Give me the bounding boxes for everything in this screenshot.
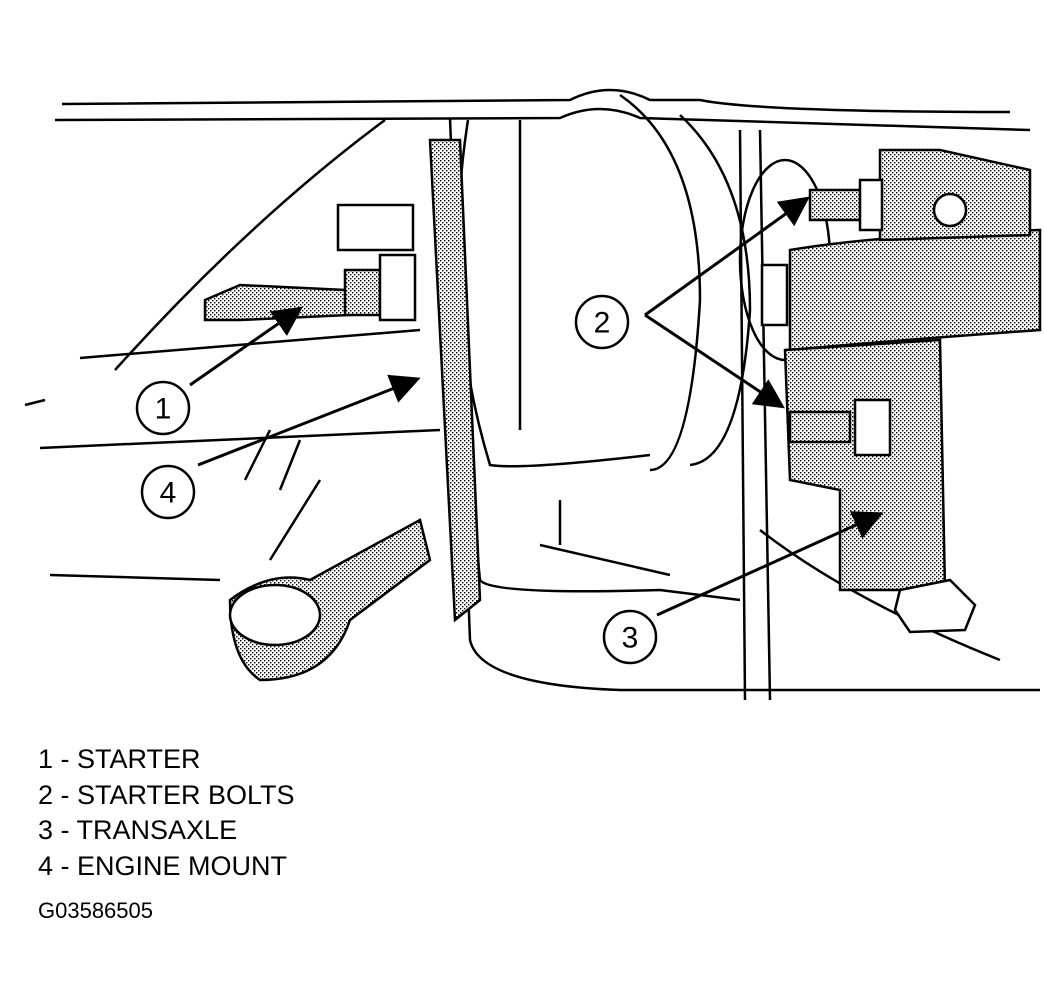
callout-1: 1 [135, 380, 191, 436]
callout-3: 3 [602, 609, 658, 665]
diagram-linework [24, 88, 1040, 701]
legend-item-starter-bolts: 2 - STARTER BOLTS [38, 779, 295, 810]
figure-code: G03586505 [38, 898, 153, 923]
legend: 1 - STARTER 2 - STARTER BOLTS 3 - TRANSA… [38, 742, 295, 884]
callout-2: 2 [574, 294, 630, 350]
callout-1-label: 1 [155, 393, 172, 426]
callout-4: 4 [140, 464, 196, 520]
legend-item-starter: 1 - STARTER [38, 744, 201, 774]
legend-item-engine-mount: 4 - ENGINE MOUNT [38, 850, 288, 881]
legend-item-transaxle: 3 - TRANSAXLE [38, 815, 238, 845]
callout-4-label: 4 [160, 477, 177, 510]
callout-3-label: 3 [622, 622, 639, 655]
callout-2-label: 2 [594, 307, 611, 340]
callout-arrows [189, 196, 884, 617]
bolt-heads [228, 178, 977, 647]
